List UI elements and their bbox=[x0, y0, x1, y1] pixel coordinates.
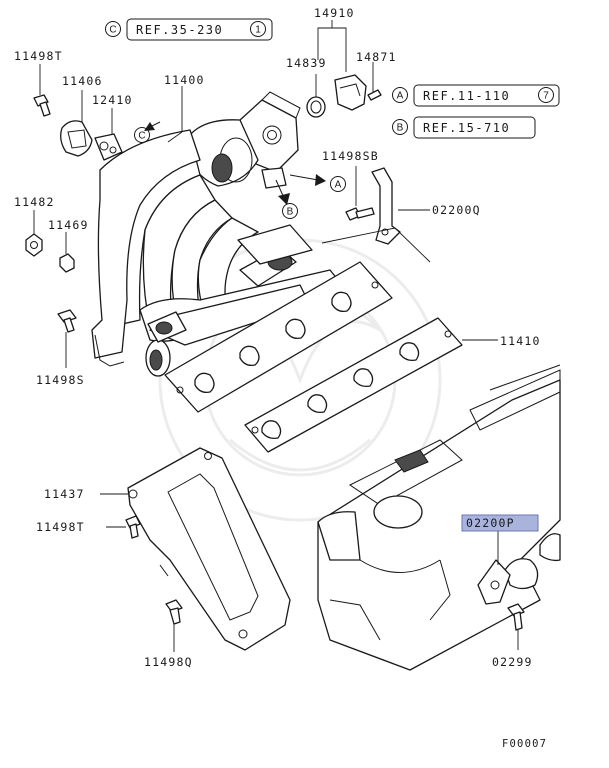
ref-box-c[interactable]: C REF.35-230 1 bbox=[105, 18, 273, 41]
nut-11482[interactable] bbox=[25, 210, 43, 257]
svg-text:B: B bbox=[287, 207, 294, 218]
label-11437[interactable]: 11437 bbox=[44, 487, 85, 501]
gasket-11410[interactable] bbox=[244, 317, 498, 453]
gasket-12410[interactable] bbox=[94, 108, 123, 161]
arrow-b[interactable]: B bbox=[275, 179, 298, 219]
sensor-group-14910[interactable] bbox=[306, 20, 382, 118]
arrow-c[interactable]: C bbox=[134, 121, 161, 143]
label-11498s[interactable]: 11498S bbox=[36, 373, 85, 387]
insertion-line bbox=[321, 227, 431, 263]
ref-box-a[interactable]: A REF.11-110 7 bbox=[392, 84, 560, 107]
bolt-11498s[interactable] bbox=[57, 309, 77, 368]
o-ring-14839[interactable] bbox=[306, 96, 326, 118]
svg-text:B: B bbox=[397, 123, 404, 134]
label-02200q[interactable]: 02200Q bbox=[432, 203, 481, 217]
ref-box-b[interactable]: B REF.15-710 bbox=[392, 116, 536, 139]
label-02200p[interactable]: 02200P bbox=[466, 516, 515, 530]
svg-text:1: 1 bbox=[255, 25, 261, 36]
bracket-02200p[interactable] bbox=[477, 530, 511, 605]
label-11406[interactable]: 11406 bbox=[62, 74, 103, 88]
gasket-11406[interactable] bbox=[60, 90, 93, 157]
svg-text:A: A bbox=[397, 91, 404, 102]
label-12410[interactable]: 12410 bbox=[92, 93, 133, 107]
label-14839[interactable]: 14839 bbox=[286, 56, 327, 70]
bolt-11498t-top[interactable] bbox=[33, 64, 51, 117]
label-11498t-bottom[interactable]: 11498T bbox=[36, 520, 85, 534]
label-11482[interactable]: 11482 bbox=[14, 195, 55, 209]
label-02299[interactable]: 02299 bbox=[492, 655, 533, 669]
leader-11400 bbox=[167, 86, 183, 143]
label-14871[interactable]: 14871 bbox=[356, 50, 397, 64]
bolt-11498sb[interactable] bbox=[345, 166, 375, 221]
bolt-02299[interactable] bbox=[507, 603, 525, 650]
bolt-11498q[interactable] bbox=[165, 599, 183, 652]
stud-11469[interactable] bbox=[59, 232, 75, 273]
arrow-a[interactable]: A bbox=[289, 174, 346, 192]
label-11498q[interactable]: 11498Q bbox=[144, 655, 193, 669]
label-14910[interactable]: 14910 bbox=[314, 6, 355, 20]
svg-text:C: C bbox=[109, 25, 116, 36]
svg-text:REF.15-710: REF.15-710 bbox=[423, 121, 510, 135]
label-11498sb[interactable]: 11498SB bbox=[322, 149, 379, 163]
callout-labels: 14910 14839 14871 11498T 11406 11400 124… bbox=[14, 6, 547, 750]
label-11400[interactable]: 11400 bbox=[164, 73, 205, 87]
svg-text:C: C bbox=[138, 131, 145, 142]
highlight-02200p bbox=[461, 514, 539, 532]
bracket-02200q[interactable] bbox=[371, 167, 430, 245]
bolt-14871[interactable] bbox=[367, 89, 382, 101]
svg-text:A: A bbox=[335, 180, 342, 191]
svg-text:REF.35-230: REF.35-230 bbox=[136, 23, 223, 37]
bolt-11498t-bottom[interactable] bbox=[106, 515, 141, 539]
label-11410[interactable]: 11410 bbox=[500, 334, 541, 348]
sensor-14910[interactable] bbox=[334, 74, 367, 111]
svg-text:REF.11-110: REF.11-110 bbox=[423, 89, 510, 103]
bracket-11437[interactable] bbox=[100, 447, 291, 651]
figure-code: F00007 bbox=[502, 738, 547, 750]
label-11498t-top[interactable]: 11498T bbox=[14, 49, 63, 63]
label-11469[interactable]: 11469 bbox=[48, 218, 89, 232]
svg-text:7: 7 bbox=[543, 91, 549, 102]
exhaust-manifold-11400[interactable] bbox=[91, 91, 393, 413]
